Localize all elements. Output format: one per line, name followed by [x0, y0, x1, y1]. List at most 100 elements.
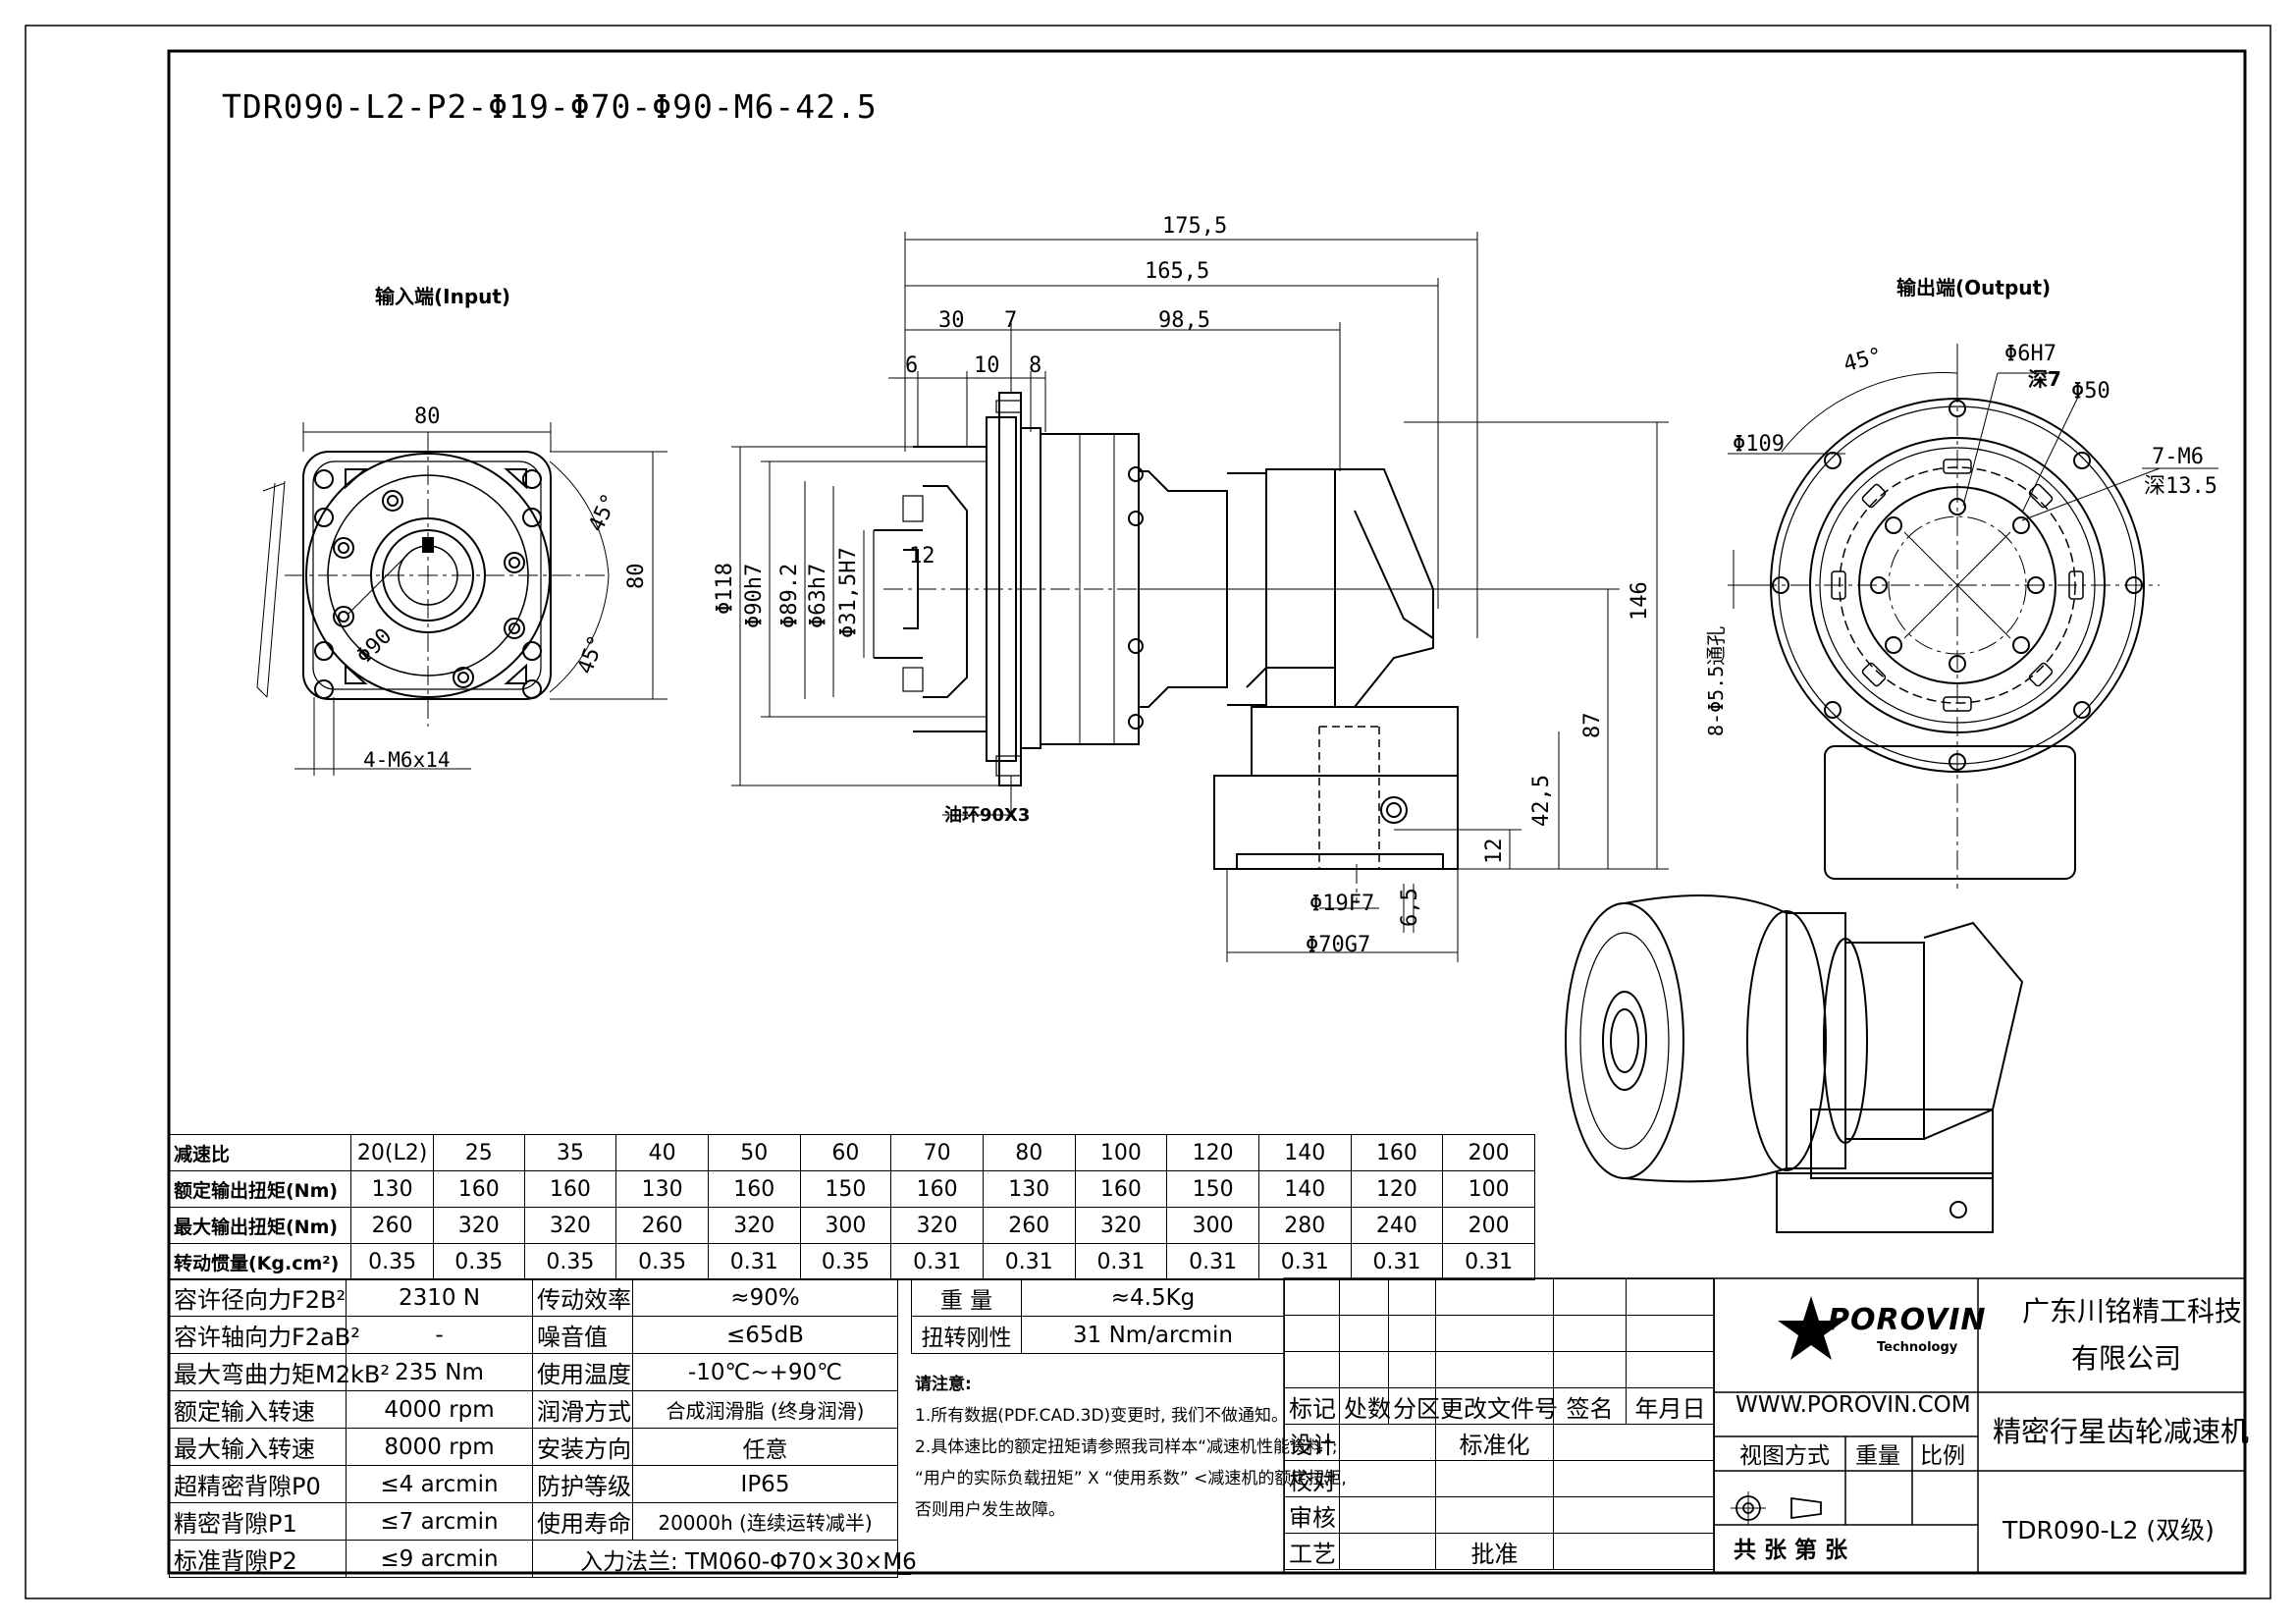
table-cell: 160 — [707, 1170, 801, 1208]
logo-text: POROVIN — [1828, 1303, 1987, 1337]
table-cell: 280 — [1257, 1207, 1352, 1244]
prop-label: 超精密背隙P0 — [169, 1465, 347, 1503]
prop-value: ≤4 arcmin — [346, 1465, 533, 1503]
prop-label: 润滑方式 — [532, 1390, 633, 1429]
input-view-label: 输入端(Input) — [375, 285, 511, 308]
table-cell: 320 — [890, 1207, 984, 1244]
weight-label: 重 量 — [911, 1278, 1022, 1317]
standard-label: 标准化 — [1435, 1424, 1554, 1461]
revision-table: 标记 处数 分区 更改文件号 签名 年月日 设计 标准化 校对 审核 工艺 批准 — [1284, 1278, 1715, 1570]
ratio-header-cell: 100 — [1074, 1134, 1168, 1171]
table-cell: 0.31 — [707, 1243, 801, 1280]
prop-value: 235 Nm — [346, 1353, 533, 1391]
company-website: WWW.POROVIN.COM — [1735, 1392, 1971, 1418]
review-label: 审核 — [1284, 1496, 1340, 1534]
model-number: TDR090-L2 (双级) — [2002, 1516, 2215, 1544]
dim-d118: Φ118 — [713, 563, 737, 615]
prop-label: 传动效率 — [532, 1278, 633, 1317]
table-cell: 0.31 — [1257, 1243, 1352, 1280]
output-depth-13-5: 深13.5 — [2144, 474, 2217, 499]
dim-6: 6 — [905, 353, 919, 378]
dim-7: 7 — [1004, 308, 1018, 333]
table-cell: 160 — [890, 1170, 984, 1208]
table-cell: 140 — [1257, 1170, 1352, 1208]
rev-header: 签名 — [1553, 1387, 1627, 1425]
oil-ring-label: 油环90X3 — [944, 805, 1031, 826]
prop-label: 噪音值 — [532, 1316, 633, 1354]
table-cell: 130 — [615, 1170, 709, 1208]
ratio-header-cell: 20(L2) — [350, 1134, 434, 1171]
table-cell: 240 — [1350, 1207, 1444, 1244]
table-cell: 0.31 — [1074, 1243, 1168, 1280]
table-cell: 100 — [1442, 1170, 1535, 1208]
prop-value: ≤7 arcmin — [346, 1502, 533, 1541]
company-name-line2: 有限公司 — [2071, 1342, 2182, 1375]
inertia-row: 转动惯量(Kg.cm²) 0.35 0.35 0.35 0.35 0.31 0.… — [168, 1243, 1535, 1280]
stiffness-label: 扭转刚性 — [911, 1316, 1022, 1354]
check-label: 校对 — [1284, 1460, 1340, 1497]
table-cell: 130 — [982, 1170, 1076, 1208]
table-cell: 200 — [1442, 1207, 1535, 1244]
table-cell: 260 — [982, 1207, 1076, 1244]
table-cell: 0.31 — [890, 1243, 984, 1280]
table-cell: 150 — [1166, 1170, 1259, 1208]
product-name: 精密行星齿轮减速机 — [1993, 1415, 2250, 1448]
ratio-header-cell: 160 — [1350, 1134, 1444, 1171]
inner-frame — [167, 49, 2247, 1575]
output-depth-7: 深7 — [2028, 367, 2061, 391]
table-cell: 0.31 — [982, 1243, 1076, 1280]
output-view — [1728, 344, 2218, 889]
ratio-header-cell: 70 — [890, 1134, 984, 1171]
rev-header: 年月日 — [1626, 1387, 1715, 1425]
company-logo — [1778, 1296, 1844, 1360]
table-cell: 0.35 — [799, 1243, 892, 1280]
prop-value: IP65 — [632, 1465, 898, 1503]
table-cell: 160 — [1074, 1170, 1168, 1208]
table-cell: 0.31 — [1442, 1243, 1535, 1280]
ratio-header-cell: 200 — [1442, 1134, 1535, 1171]
ratio-header-cell: 50 — [707, 1134, 801, 1171]
prop-label: 最大输入转速 — [169, 1428, 347, 1466]
prop-value: 20000h (连续运转减半) — [632, 1502, 898, 1541]
prop-label: 精密背隙P1 — [169, 1502, 347, 1541]
prop-value: 8000 rpm — [346, 1428, 533, 1466]
table-cell: 320 — [707, 1207, 801, 1244]
logo-subtext: Technology — [1877, 1340, 1958, 1355]
flange-note: 入力法兰: TM060-Φ70×30×M6 — [532, 1540, 917, 1578]
prop-value: - — [346, 1316, 533, 1354]
dim-42-5: 42,5 — [1529, 775, 1554, 827]
company-name-line1: 广东川铭精工科技 — [2022, 1295, 2243, 1327]
prop-label: 防护等级 — [532, 1465, 633, 1503]
ratio-header-label: 减速比 — [168, 1134, 352, 1171]
prop-value: 4000 rpm — [346, 1390, 533, 1429]
design-label: 设计 — [1284, 1424, 1340, 1461]
process-label: 工艺 — [1284, 1533, 1340, 1570]
prop-label: 使用温度 — [532, 1353, 633, 1391]
output-d6h7: Φ6H7 — [2004, 342, 2056, 366]
approve-label: 批准 — [1435, 1533, 1554, 1570]
table-cell: 260 — [350, 1207, 434, 1244]
row-label: 转动惯量(Kg.cm²) — [168, 1243, 352, 1280]
table-cell: 300 — [1166, 1207, 1259, 1244]
ratio-header-cell: 140 — [1257, 1134, 1352, 1171]
prop-label: 使用寿命 — [532, 1502, 633, 1541]
table-cell: 320 — [432, 1207, 525, 1244]
table-cell: 0.35 — [615, 1243, 709, 1280]
dim-10: 10 — [974, 353, 1000, 378]
ratio-header-cell: 120 — [1166, 1134, 1259, 1171]
ratio-header-cell: 25 — [432, 1134, 525, 1171]
row-label: 额定输出扭矩(Nm) — [168, 1170, 352, 1208]
ratio-header-cell: 35 — [523, 1134, 617, 1171]
ratio-header-cell: 60 — [799, 1134, 892, 1171]
prop-label: 容许径向力F2B² — [169, 1278, 347, 1317]
dim-175-5: 175,5 — [1162, 214, 1228, 239]
isometric-view — [1565, 894, 2024, 1233]
dim-30: 30 — [938, 308, 965, 333]
weight-value: ≈4.5Kg — [1021, 1278, 1285, 1317]
dim-12-bore: 12 — [909, 544, 935, 568]
dim-d70g7: Φ70G7 — [1306, 933, 1371, 957]
ratio-header-row: 减速比 20(L2) 25 35 40 50 60 70 80 100 120 … — [168, 1134, 1535, 1171]
table-cell: 0.35 — [523, 1243, 617, 1280]
row-label: 最大输出扭矩(Nm) — [168, 1207, 352, 1244]
input-dim-width: 80 — [414, 405, 441, 429]
